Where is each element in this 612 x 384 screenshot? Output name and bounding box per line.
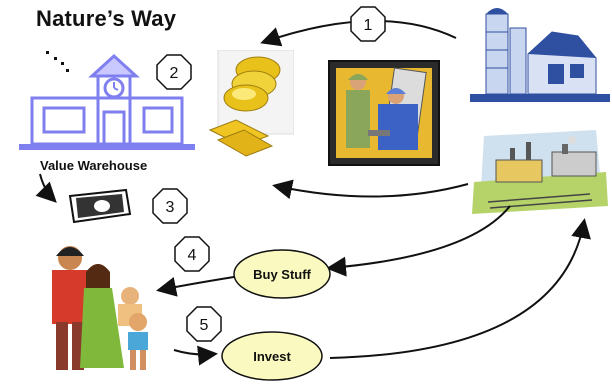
arrow-invest-to-factory [329, 218, 591, 359]
arrow-family-to-invest [173, 345, 218, 366]
barn-silo-icon [470, 8, 610, 102]
diagram-title: Nature’s Way [36, 6, 177, 31]
arrow-factory-to-buy-stuff [326, 205, 511, 277]
money-bill-icon [68, 188, 132, 224]
gold-bars-icon [208, 119, 274, 157]
warehouse-label: Value Warehouse [40, 158, 148, 173]
arrow-buy-stuff-to-family [156, 275, 241, 297]
buy-stuff-label: Buy Stuff [253, 267, 311, 282]
arrow-warehouse-to-money [35, 173, 57, 203]
step-number: 1 [364, 17, 373, 34]
step-badge-1: 1 [350, 6, 386, 42]
step-number: 5 [200, 317, 209, 334]
step-badge-3: 3 [152, 188, 188, 224]
sparkle-dots [46, 51, 69, 72]
invest-label: Invest [253, 349, 291, 364]
arrow-factory-to-gold [272, 179, 469, 200]
family-icon [52, 246, 148, 370]
step-badge-5: 5 [186, 306, 222, 342]
invest-node: Invest [221, 331, 323, 381]
step-number: 4 [188, 247, 197, 264]
factory-icon [472, 130, 608, 214]
step-number: 2 [170, 65, 179, 82]
step-number: 3 [166, 199, 175, 216]
step-badge-4: 4 [174, 236, 210, 272]
warehouse-icon [19, 51, 195, 150]
gold-coins-icon [208, 50, 294, 157]
buy-stuff-node: Buy Stuff [233, 249, 331, 299]
workers-icon [328, 60, 440, 166]
step-badge-2: 2 [156, 54, 192, 90]
